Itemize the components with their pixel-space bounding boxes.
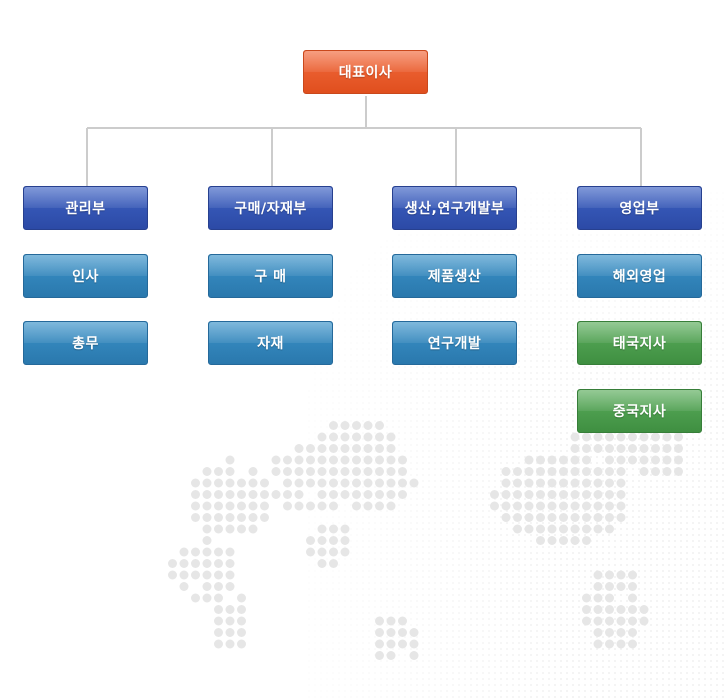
unit-label: 연구개발 [427, 336, 482, 352]
dept-sales-box[interactable]: 영업부 [577, 186, 702, 230]
unit-label: 인사 [72, 269, 99, 285]
branch-label: 태국지사 [612, 336, 667, 352]
unit-label: 총무 [72, 336, 99, 352]
unit-label: 해외영업 [612, 269, 667, 285]
unit-label: 자재 [257, 336, 284, 352]
unit-label: 제품생산 [427, 269, 482, 285]
unit-production-box[interactable]: 제품생산 [392, 254, 517, 298]
dept-label: 구매/자재부 [234, 201, 307, 217]
unit-label: 구 매 [254, 269, 287, 285]
dept-label: 영업부 [619, 201, 660, 217]
unit-purchasing-box[interactable]: 구 매 [208, 254, 333, 298]
branch-label: 중국지사 [612, 404, 667, 420]
dept-label: 생산,연구개발부 [404, 201, 505, 217]
branch-thailand-box[interactable]: 태국지사 [577, 321, 702, 365]
ceo-label: 대표이사 [338, 65, 393, 81]
unit-hr-box[interactable]: 인사 [23, 254, 148, 298]
dept-label: 관리부 [65, 201, 106, 217]
unit-rnd-box[interactable]: 연구개발 [392, 321, 517, 365]
unit-materials-box[interactable]: 자재 [208, 321, 333, 365]
dept-management-box[interactable]: 관리부 [23, 186, 148, 230]
dept-production-rnd-box[interactable]: 생산,연구개발부 [392, 186, 517, 230]
unit-general-affairs-box[interactable]: 총무 [23, 321, 148, 365]
branch-china-box[interactable]: 중국지사 [577, 389, 702, 433]
unit-overseas-sales-box[interactable]: 해외영업 [577, 254, 702, 298]
dept-purchasing-materials-box[interactable]: 구매/자재부 [208, 186, 333, 230]
ceo-box[interactable]: 대표이사 [303, 50, 428, 94]
